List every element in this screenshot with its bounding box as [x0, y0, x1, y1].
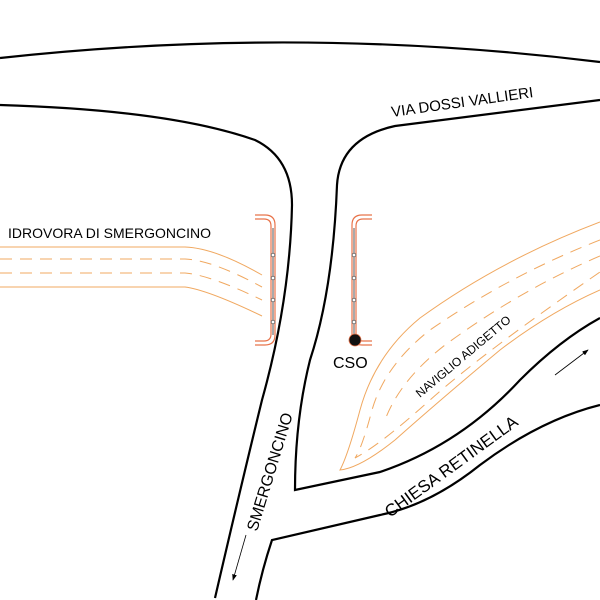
label-naviglio-adigetto: NAVIGLIO ADIGETTO [413, 313, 514, 401]
label-idrovora: IDROVORA DI SMERGONCINO [8, 225, 211, 241]
via-dossi-vallieri-south-edge-east [293, 98, 600, 492]
cso-manhole-icon [348, 333, 362, 347]
pipe-bracket-west [255, 214, 276, 346]
direction-arrow-chiesa-retinella [554, 349, 589, 376]
via-dossi-vallieri-south-edge-west [0, 103, 294, 599]
pipe-bracket-east [351, 214, 372, 346]
canal-naviglio-adigetto [339, 221, 600, 471]
via-dossi-vallieri-north-edge [0, 41, 600, 64]
canal-idrovora [0, 246, 263, 317]
roads [0, 41, 600, 600]
direction-arrow-smergoncino [232, 534, 247, 581]
label-cso: CSO [333, 355, 368, 372]
label-via-dossi-vallieri: VIA DOSSI VALLIERI [390, 84, 534, 121]
chiesa-retinella-south-edge [254, 403, 600, 600]
label-chiesa-retinella: CHIESA RETINELLA [381, 412, 522, 522]
label-smergoncino: SMERGONCINO [245, 411, 297, 533]
